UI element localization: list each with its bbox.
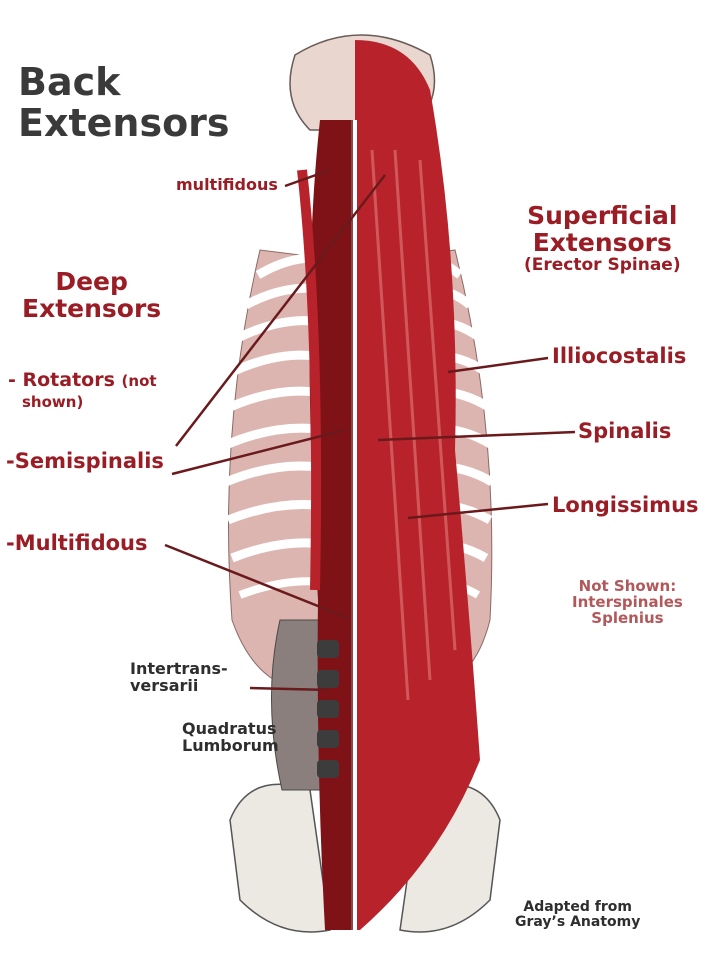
spine — [317, 120, 357, 930]
sup-heading-line-2: Extensors — [532, 228, 672, 257]
sup-heading-line-1: Superficial — [527, 201, 678, 230]
label-rotators: - Rotators (not shown) — [8, 370, 157, 411]
label-semispinalis: -Semispinalis — [6, 449, 164, 473]
label-quadratus-lumborum: Quadratus Lumborum — [182, 720, 279, 755]
label-multifidous-small: multifidous — [176, 175, 278, 194]
intertrans-line-2: versarii — [130, 676, 199, 696]
intertrans-line-1: Intertrans- — [130, 659, 228, 678]
label-intertransversarii: Intertrans- versarii — [130, 660, 228, 695]
sup-heading-line-3: (Erector Spinae) — [524, 255, 681, 275]
deep-extensors-heading: Deep Extensors — [22, 268, 161, 322]
credit-note: Adapted from Gray’s Anatomy — [515, 899, 641, 931]
not-shown-line-3: Splenius — [591, 609, 664, 628]
title-line-1: Back — [18, 60, 121, 104]
credit-line-2: Gray’s Anatomy — [515, 914, 641, 931]
rotators-note: (not — [121, 372, 157, 390]
label-longissimus: Longissimus — [552, 493, 699, 517]
label-multifidous: -Multifidous — [6, 531, 148, 555]
deep-muscle-column — [309, 120, 352, 930]
page-title: Back Extensors — [18, 60, 230, 146]
rotators-line-2: shown) — [22, 392, 84, 411]
label-illiocostalis: Illiocostalis — [552, 344, 687, 368]
quadratus-line-2: Lumborum — [182, 736, 279, 756]
not-shown-note: Not Shown: Interspinales Splenius — [572, 578, 683, 627]
quadratus-line-1: Quadratus — [182, 719, 277, 738]
title-line-2: Extensors — [18, 101, 230, 146]
leader-lines — [164, 168, 576, 692]
not-shown-line-2: Interspinales — [572, 593, 683, 612]
rotators-line-1: - Rotators — [8, 369, 115, 391]
superficial-extensors-heading: Superficial Extensors (Erector Spinae) — [524, 202, 681, 274]
credit-line-1: Adapted from — [523, 899, 632, 915]
deep-heading-line-2: Extensors — [22, 294, 162, 323]
deep-heading-line-1: Deep — [55, 267, 128, 296]
label-spinalis: Spinalis — [578, 419, 672, 443]
not-shown-line-1: Not Shown: — [578, 577, 677, 595]
